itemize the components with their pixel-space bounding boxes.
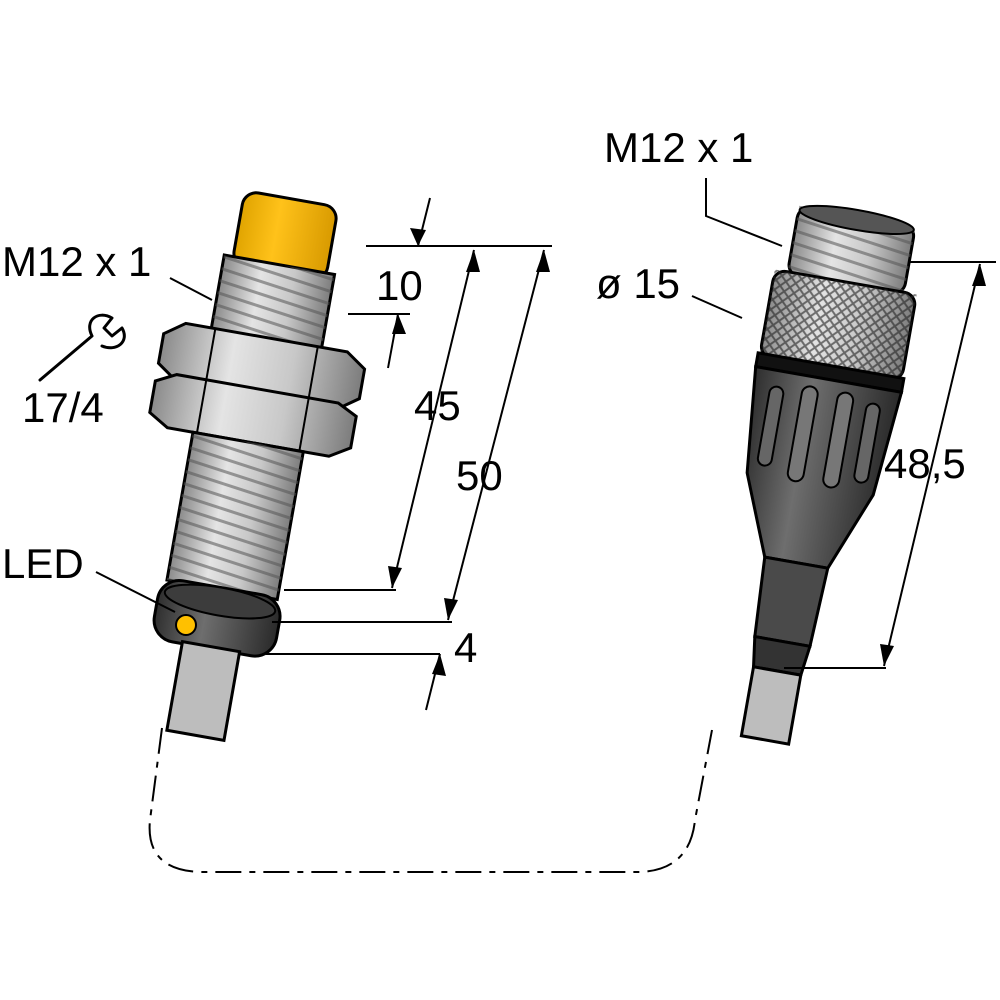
dimension-lines-connector bbox=[784, 261, 996, 669]
label-thread-right: M12 x 1 bbox=[604, 124, 753, 171]
cable-connector bbox=[739, 204, 917, 746]
label-dim-48-5: 48,5 bbox=[884, 440, 966, 487]
label-thread-left: M12 x 1 bbox=[2, 238, 151, 285]
leader-thread-left bbox=[169, 277, 213, 301]
label-dim-50: 50 bbox=[456, 452, 503, 499]
label-wrench-size: 17/4 bbox=[22, 384, 104, 431]
proximity-sensor bbox=[148, 191, 367, 743]
connector-cable bbox=[739, 665, 803, 746]
leader-led bbox=[95, 571, 176, 613]
label-dim-4: 4 bbox=[454, 624, 477, 671]
label-diameter: ø 15 bbox=[596, 260, 680, 307]
leader-thread-right bbox=[705, 178, 783, 247]
label-dim-10: 10 bbox=[376, 262, 423, 309]
dimension-lines-sensor bbox=[266, 197, 552, 711]
wrench-icon bbox=[38, 313, 126, 382]
cable-link-dashed bbox=[148, 727, 713, 873]
leader-diameter bbox=[691, 295, 743, 319]
led-indicator bbox=[175, 614, 197, 636]
hex-nut-upper bbox=[156, 321, 367, 411]
label-led: LED bbox=[2, 540, 84, 587]
label-dim-45: 45 bbox=[414, 382, 461, 429]
sensor-cable bbox=[165, 639, 242, 743]
hex-nut-lower bbox=[148, 373, 358, 458]
